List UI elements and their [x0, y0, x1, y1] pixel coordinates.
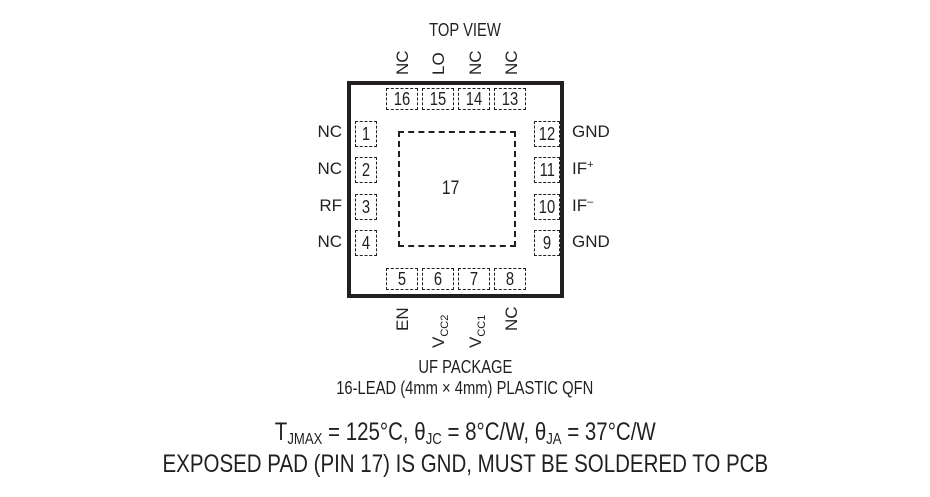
package-description: 16-LEAD (4mm × 4mm) PLASTIC QFN [336, 378, 594, 398]
pin-7-label: VCC1 [466, 314, 488, 348]
pin-3: 3 [355, 194, 377, 220]
pin-11: 11 [534, 157, 560, 183]
package-outline [347, 81, 564, 298]
pin-10-label: IF– [572, 196, 594, 215]
pin-7: 7 [458, 268, 490, 290]
pin-12-label: GND [572, 122, 610, 141]
pin-3-label: RF [319, 196, 342, 215]
pin-9: 9 [534, 230, 560, 256]
pin-5-label: EN [393, 307, 412, 331]
pin-15-label: LO [429, 52, 448, 75]
pin-14-label: NC [466, 50, 485, 75]
exposed-pad-number: 17 [441, 178, 460, 199]
pin-1: 1 [355, 121, 377, 147]
pin-13-label: NC [502, 50, 521, 75]
pin-16: 16 [386, 88, 418, 110]
pin-8: 8 [494, 268, 526, 290]
pin-4: 4 [355, 230, 377, 256]
pin-6-label: VCC2 [429, 314, 451, 348]
thermal-specs: TJMAX = 125°C, θJC = 8°C/W, θJA = 37°C/W [274, 418, 656, 448]
exposed-pad [398, 131, 516, 247]
pin-2: 2 [355, 157, 377, 183]
pin-9-label: GND [572, 232, 610, 251]
view-title: TOP VIEW [429, 20, 501, 40]
pin-15: 15 [422, 88, 454, 110]
pin-1-label: NC [317, 122, 342, 141]
pin-11-label: IF+ [572, 159, 594, 178]
pin-4-label: NC [317, 232, 342, 251]
package-name: UF PACKAGE [417, 357, 513, 377]
pin-5: 5 [386, 268, 418, 290]
pin-2-label: NC [317, 159, 342, 178]
pin-16-label: NC [393, 50, 412, 75]
pin-10: 10 [534, 194, 560, 220]
pin-8-label: NC [502, 306, 521, 331]
pin-12: 12 [534, 121, 560, 147]
pin-13: 13 [494, 88, 526, 110]
pin-6: 6 [422, 268, 454, 290]
exposed-pad-note: EXPOSED PAD (PIN 17) IS GND, MUST BE SOL… [162, 450, 768, 478]
pin-14: 14 [458, 88, 490, 110]
